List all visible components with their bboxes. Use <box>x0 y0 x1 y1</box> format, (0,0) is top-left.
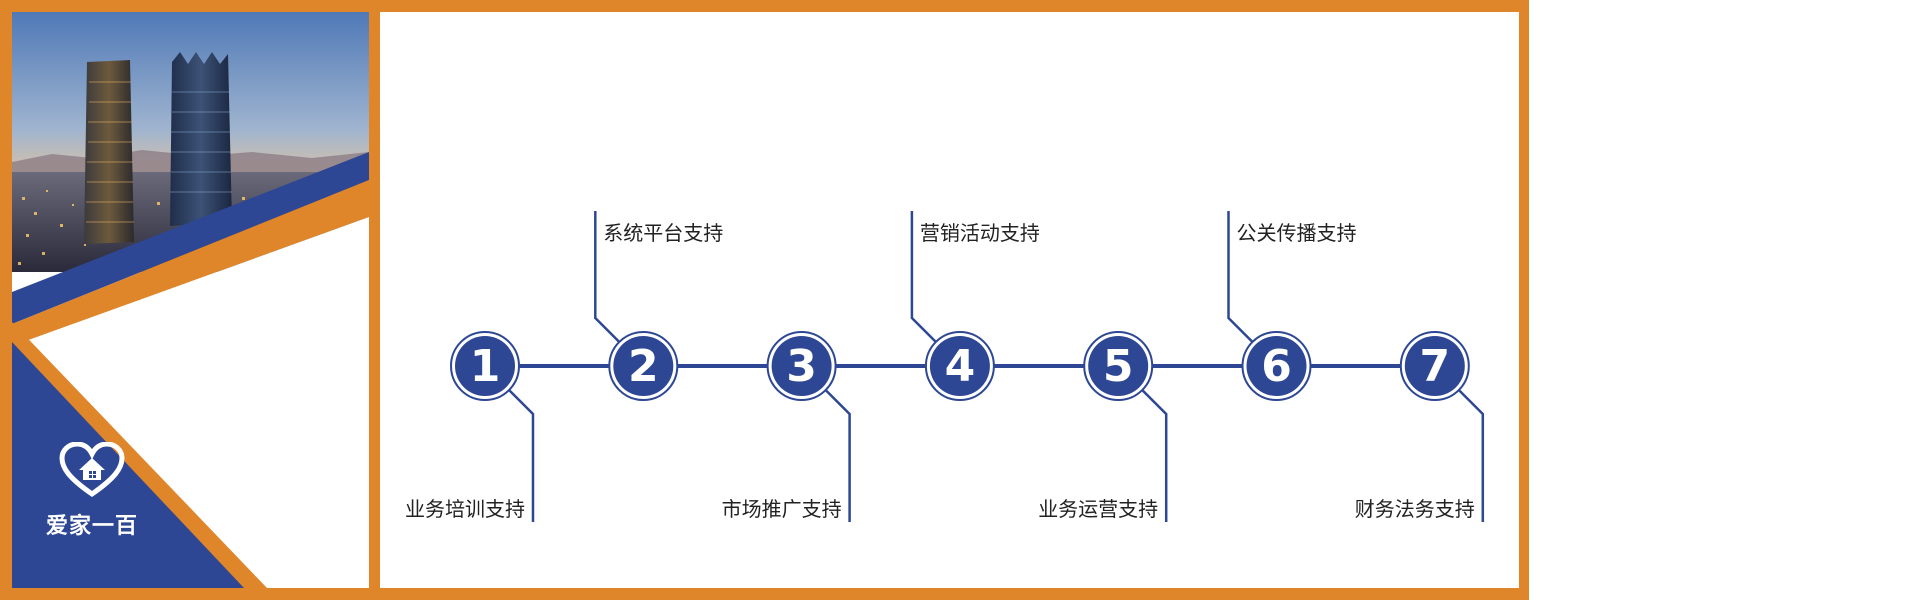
step-6-label: 公关传播支持 <box>1237 221 1357 245</box>
step-2-connector <box>594 211 621 343</box>
step-2-label: 系统平台支持 <box>603 221 723 245</box>
step-7: 7 财务法务支持 <box>1355 331 1485 522</box>
step-2-circle <box>613 336 674 396</box>
step-5: 5 业务运营支持 <box>1038 331 1168 522</box>
step-3-number: 3 <box>786 341 817 392</box>
step-4-circle <box>929 336 990 396</box>
brand-logo: 爱家一百 <box>42 441 142 540</box>
heart-house-icon <box>59 441 125 498</box>
step-5-label: 业务运营支持 <box>1038 497 1158 521</box>
step-1: 1 业务培训支持 <box>405 331 535 522</box>
step-7-number: 7 <box>1419 341 1450 392</box>
step-5-circle <box>1088 336 1149 396</box>
step-2-number: 2 <box>628 341 659 392</box>
support-steps-diagram: 1 业务培训支持 2 系统平台支持 3 市场推广支持 4 营销活动支持 5 业务运营支持 6 公关传播… <box>405 211 1485 522</box>
step-7-label: 财务法务支持 <box>1355 497 1475 521</box>
brand-name: 爱家一百 <box>45 513 138 539</box>
step-3: 3 市场推广支持 <box>722 331 851 522</box>
step-1-circle <box>455 336 515 396</box>
step-7-connector <box>1457 389 1485 522</box>
step-1-label: 业务培训支持 <box>405 497 525 521</box>
main-content-panel <box>380 12 1519 588</box>
step-3-connector <box>824 389 851 522</box>
left-decor-panel: 爱家一百 <box>12 12 369 588</box>
step-6-connector <box>1227 211 1254 343</box>
orange-stripe <box>12 180 369 346</box>
step-4-number: 4 <box>945 341 976 392</box>
step-6: 6 公关传播支持 <box>1227 211 1357 401</box>
step-6-circle <box>1246 336 1307 396</box>
step-1-number: 1 <box>470 341 501 392</box>
steps-layer: 1 业务培训支持 2 系统平台支持 3 市场推广支持 4 营销活动支持 5 业务运营支持 6 公关传播… <box>405 211 1485 522</box>
step-4-label: 营销活动支持 <box>920 221 1040 245</box>
step-4: 4 营销活动支持 <box>910 211 1040 401</box>
step-5-number: 5 <box>1103 341 1134 392</box>
step-4-connector <box>910 211 937 343</box>
navy-stripe <box>12 152 369 324</box>
navy-triangle <box>12 342 244 588</box>
step-7-circle <box>1404 336 1465 396</box>
right-tower <box>170 52 232 226</box>
left-tower <box>84 60 134 244</box>
step-3-circle <box>771 336 832 396</box>
step-1-connector <box>508 389 535 522</box>
step-5-connector <box>1141 389 1168 522</box>
step-6-number: 6 <box>1261 341 1292 392</box>
cityscape-graphic <box>12 12 369 588</box>
step-3-label: 市场推广支持 <box>722 497 842 521</box>
step-2: 2 系统平台支持 <box>594 211 723 401</box>
